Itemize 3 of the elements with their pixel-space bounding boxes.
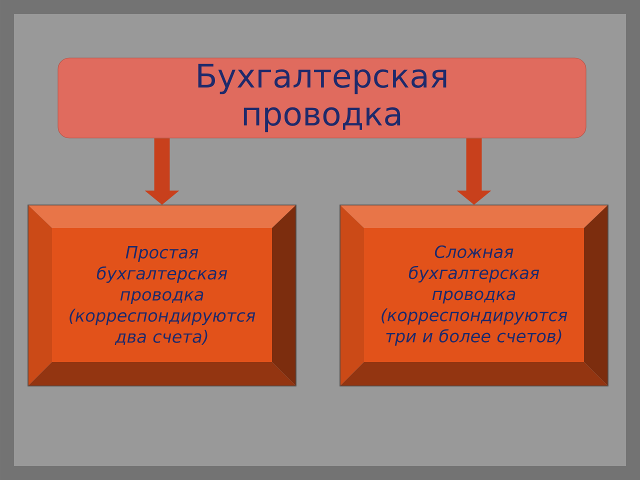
bevel-box: Простая бухгалтерская проводка (корреспондируются два счета) <box>28 204 296 386</box>
title-box: Бухгалтерская проводка <box>58 58 586 138</box>
bevel-box: Сложная бухгалтерская проводка (корреспондируются три и более счетов) <box>340 204 608 386</box>
